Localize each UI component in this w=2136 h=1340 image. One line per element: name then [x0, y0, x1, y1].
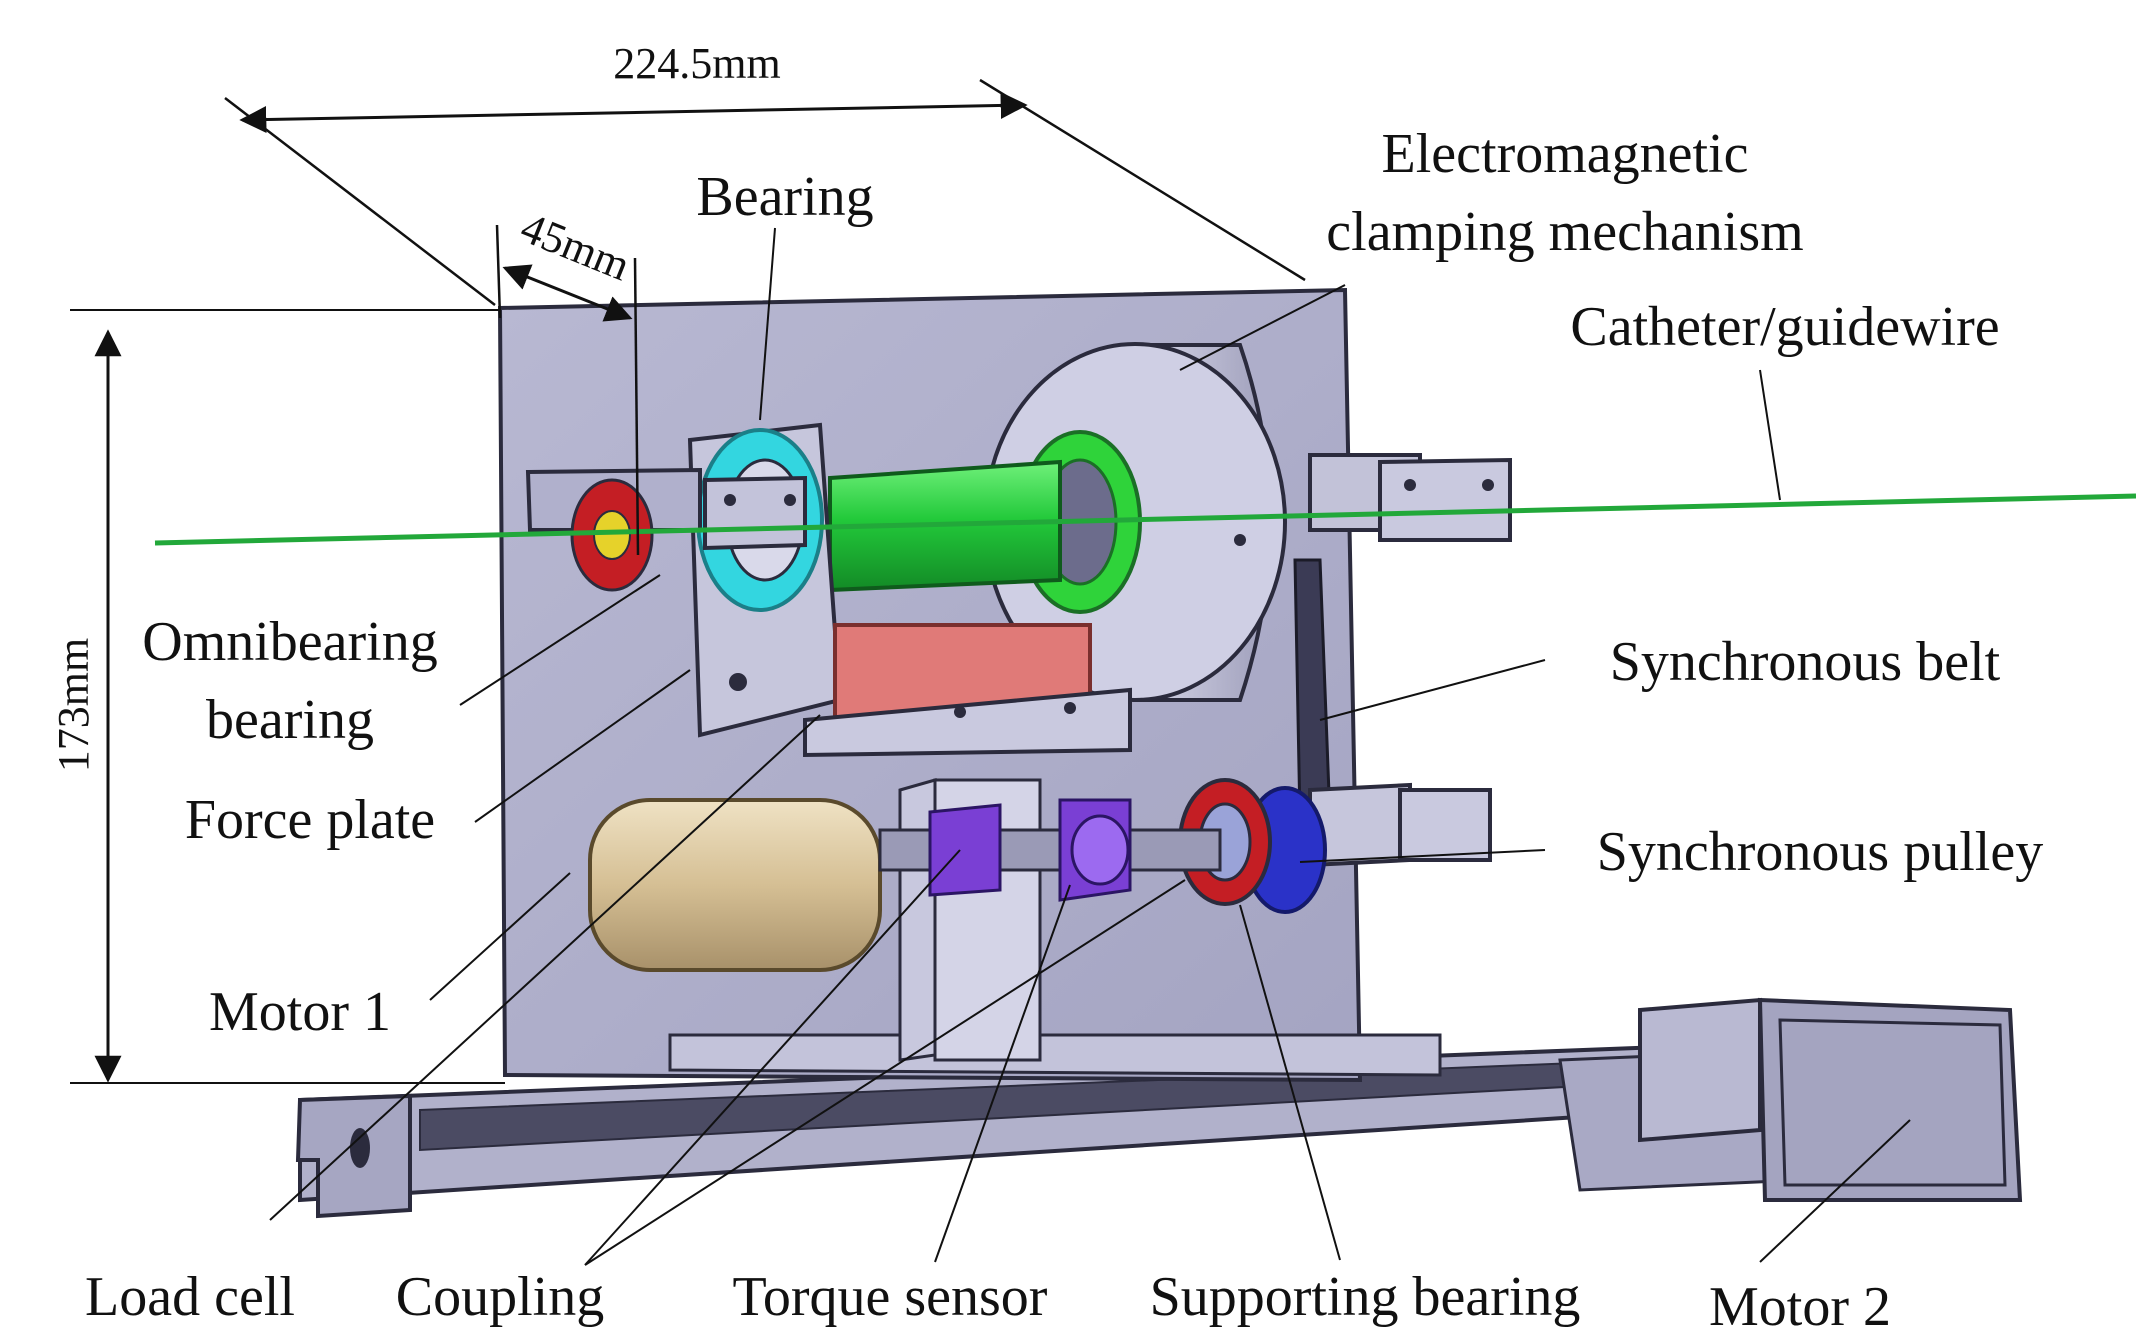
motor-2	[1638, 997, 2023, 1202]
label-electromagnetic-1: Electromagnetic	[1382, 123, 1749, 185]
motor-1	[588, 798, 882, 972]
bottom-bracket	[668, 1033, 1442, 1077]
guidewire	[154, 493, 2136, 546]
force-plate	[803, 623, 1132, 758]
label-force-plate: Force plate	[185, 789, 435, 851]
dim-depth-label: 45mm	[514, 203, 637, 291]
right-clamp-bracket	[1308, 453, 1512, 542]
label-electromagnetic-2: clamping mechanism	[1326, 201, 1803, 263]
label-omnibearing-2: bearing	[206, 689, 374, 751]
lower-pulley-brackets	[1178, 778, 1492, 914]
label-catheter: Catheter/guidewire	[1570, 296, 1999, 358]
dim-height-label: 173mm	[49, 638, 98, 772]
label-synchronous-belt: Synchronous belt	[1610, 631, 2001, 693]
mechanism-drawing	[154, 287, 2136, 1219]
left-bearing-block	[687, 422, 843, 738]
label-motor-2: Motor 2	[1709, 1276, 1891, 1338]
dim-width-label: 224.5mm	[613, 39, 780, 88]
label-supporting-bearing: Supporting bearing	[1150, 1266, 1581, 1328]
label-torque-sensor: Torque sensor	[733, 1266, 1048, 1328]
component-labels: Bearing Electromagnetic clamping mechani…	[85, 123, 2043, 1338]
label-synchronous-pulley: Synchronous pulley	[1597, 821, 2043, 883]
label-coupling: Coupling	[396, 1266, 604, 1328]
label-motor-1: Motor 1	[209, 981, 391, 1043]
label-bearing: Bearing	[696, 166, 873, 228]
label-omnibearing-1: Omnibearing	[142, 611, 437, 673]
label-load-cell: Load cell	[85, 1266, 295, 1328]
drive-shaft	[878, 798, 1222, 902]
leader-lines	[269, 227, 1911, 1266]
